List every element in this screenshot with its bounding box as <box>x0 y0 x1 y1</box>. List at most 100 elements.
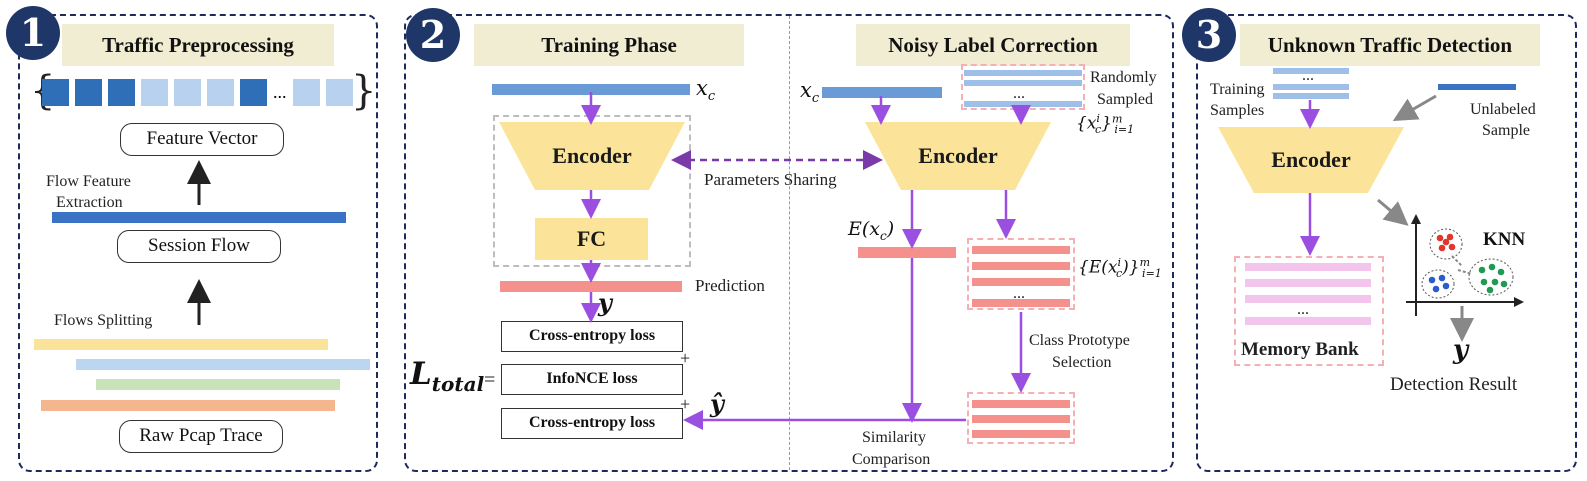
xc-label-left: xc <box>696 76 716 105</box>
proto-line-3 <box>972 430 1070 438</box>
class-prototype-label-1: Class Prototype <box>1029 332 1130 349</box>
y-label-training: y <box>598 288 612 317</box>
feature-vector-cell <box>326 79 353 106</box>
train-ellipsis: ... <box>1302 67 1314 84</box>
feature-vector-ellipsis: ... <box>273 82 287 102</box>
flow-feature-bar <box>52 212 346 223</box>
prediction-label: Prediction <box>695 276 765 295</box>
flow-bar-orange <box>41 400 335 411</box>
training-samples-label-2: Samples <box>1210 102 1265 119</box>
encoder-panel3-label: Encoder <box>1271 147 1351 172</box>
plus-1: + <box>680 348 691 368</box>
encoder-panel3 <box>1218 127 1404 193</box>
unlabeled-bar <box>1438 84 1516 90</box>
e-samples-stack <box>967 238 1075 310</box>
unlabeled-label-2: Sample <box>1482 122 1530 139</box>
knn-plot <box>1406 214 1524 316</box>
flows-splitting-label: Flows Splitting <box>54 312 153 329</box>
panel2-divider <box>789 16 790 470</box>
feature-vector-cell <box>240 79 267 106</box>
panel3-title: Unknown Traffic Detection <box>1240 24 1540 66</box>
fc-box <box>535 218 648 260</box>
train-line-3 <box>1273 93 1349 99</box>
feature-vector-cell <box>75 79 102 106</box>
feature-vector-cell <box>141 79 168 106</box>
panel3-badge: 3 <box>1182 8 1236 62</box>
feature-vector-cell <box>293 79 320 106</box>
randomly-sampled-label-2: Sampled <box>1097 91 1153 108</box>
encoder-right-label: Encoder <box>918 143 998 168</box>
detection-result-label: Detection Result <box>1390 374 1518 395</box>
flow-feature-extraction-label-1: Flow Feature <box>46 173 131 190</box>
e-line-2 <box>972 262 1070 270</box>
class-prototype-label-2: Selection <box>1052 354 1112 371</box>
sample-set-label: {xic}mi=1 <box>1076 112 1135 137</box>
feature-vector-cell <box>207 79 234 106</box>
prototype-stack <box>967 392 1075 444</box>
panel2-title-noisy: Noisy Label Correction <box>856 24 1130 66</box>
y-label-detection: y <box>1453 335 1469 365</box>
flow-bar-green <box>96 379 340 390</box>
training-samples-label-1: Training <box>1210 81 1265 98</box>
encoder-left-label: Encoder <box>552 143 632 168</box>
e-line-1 <box>972 246 1070 254</box>
feature-vector-bracket-right: } <box>351 68 377 114</box>
sampled-line-3 <box>964 101 1082 107</box>
plus-2: + <box>680 394 691 414</box>
panel2-badge: 2 <box>406 8 460 62</box>
panel-traffic-preprocessing <box>18 14 378 472</box>
flow-bar-lightblue <box>76 359 370 370</box>
panel2-title-training: Training Phase <box>474 24 744 66</box>
mem-line-3 <box>1245 295 1371 303</box>
e-ellipsis: ... <box>1013 285 1025 302</box>
unlabeled-label-1: Unlabeled <box>1470 101 1536 118</box>
e-xc-label: E(xc) <box>848 218 895 243</box>
parameters-sharing-label: Parameters Sharing <box>704 170 837 189</box>
e-line-3 <box>972 278 1070 286</box>
memory-bank <box>1234 256 1384 366</box>
feature-vector-cell <box>42 79 69 106</box>
memory-bank-label: Memory Bank <box>1241 339 1359 360</box>
session-flow-box: Session Flow <box>117 230 281 263</box>
sampled-ellipsis: ... <box>1013 85 1025 102</box>
train-line-2 <box>1273 84 1349 90</box>
flow-bar-yellow <box>34 339 328 350</box>
knn-label: KNN <box>1483 229 1526 250</box>
similarity-label-2: Comparison <box>852 451 931 468</box>
feature-vector-cell <box>108 79 135 106</box>
loss-infonce: InfoNCE loss <box>501 364 683 395</box>
loss-ce-2: Cross-entropy loss <box>501 408 683 439</box>
xc-label-right: xc <box>800 78 820 107</box>
sampled-line-2 <box>964 80 1082 86</box>
e-line-4 <box>972 299 1070 307</box>
similarity-label-1: Similarity <box>862 429 926 446</box>
xc-bar-left <box>492 84 690 95</box>
feature-vector-cell <box>174 79 201 106</box>
e-xc-bar <box>858 247 956 258</box>
mem-line-1 <box>1245 263 1371 271</box>
mem-line-4 <box>1245 317 1371 325</box>
proto-line-2 <box>972 415 1070 423</box>
sampled-line-1 <box>964 70 1082 76</box>
fc-label: FC <box>576 226 607 251</box>
panel-unknown-detection <box>1196 14 1577 472</box>
panel1-badge: 1 <box>6 6 60 60</box>
flow-feature-extraction-label-2: Extraction <box>56 194 123 211</box>
mem-line-2 <box>1245 279 1371 287</box>
xc-bar-right <box>822 87 942 98</box>
encoder-left <box>499 122 685 190</box>
panel-training-correction <box>404 14 1174 472</box>
l-total-label: Ltotal <box>410 356 485 397</box>
y-hat-label: ŷ <box>710 389 724 418</box>
encoder-right <box>865 122 1051 190</box>
mem-ellipsis: ... <box>1297 301 1309 318</box>
randomly-sampled-label-1: Randomly <box>1090 69 1157 86</box>
train-line-1 <box>1273 68 1349 74</box>
raw-pcap-box: Raw Pcap Trace <box>119 420 283 453</box>
e-set-label: {E(xic)}mi=1 <box>1078 256 1162 281</box>
equals-sign: = <box>484 369 496 391</box>
prediction-bar <box>500 281 682 292</box>
feature-vector-cells: ... <box>42 79 353 106</box>
proto-line-1 <box>972 400 1070 408</box>
